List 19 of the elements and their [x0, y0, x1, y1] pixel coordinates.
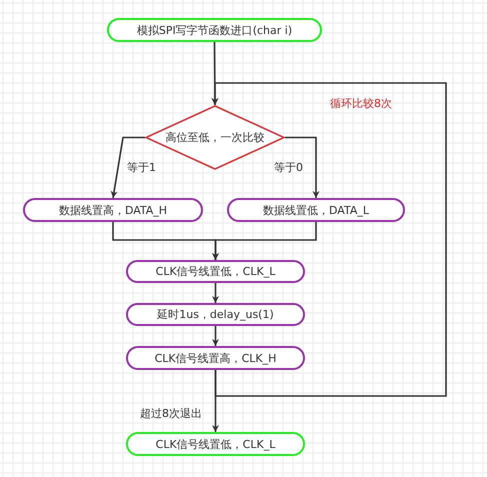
decision-text: 高位至低，一次比较: [166, 130, 264, 145]
process-step: 数据线置高，DATA_H: [23, 198, 203, 222]
terminal-step: CLK信号线置低，CLK_L: [126, 432, 305, 456]
arrow: [212, 222, 317, 260]
arrow: [212, 370, 219, 432]
arrow: [212, 82, 447, 397]
edge-label: 循环比较8次: [330, 96, 392, 111]
edge-label: 超过8次退出: [140, 406, 202, 421]
arrow: [285, 136, 320, 198]
process-step: CLK信号线置高，CLK_H: [126, 346, 305, 370]
arrow: [212, 326, 219, 346]
process-step: CLK信号线置低，CLK_L: [126, 260, 305, 283]
arrow: [110, 136, 145, 198]
edge-label: 等于0: [274, 160, 303, 175]
process-step: 数据线置低，DATA_L: [227, 198, 405, 222]
process-step: 延时1us，delay_us(1): [126, 303, 305, 326]
arrow: [212, 283, 219, 303]
edge-label: 等于1: [127, 160, 156, 175]
terminal-step: 模拟SPI写字节函数进口(char i): [107, 18, 322, 42]
